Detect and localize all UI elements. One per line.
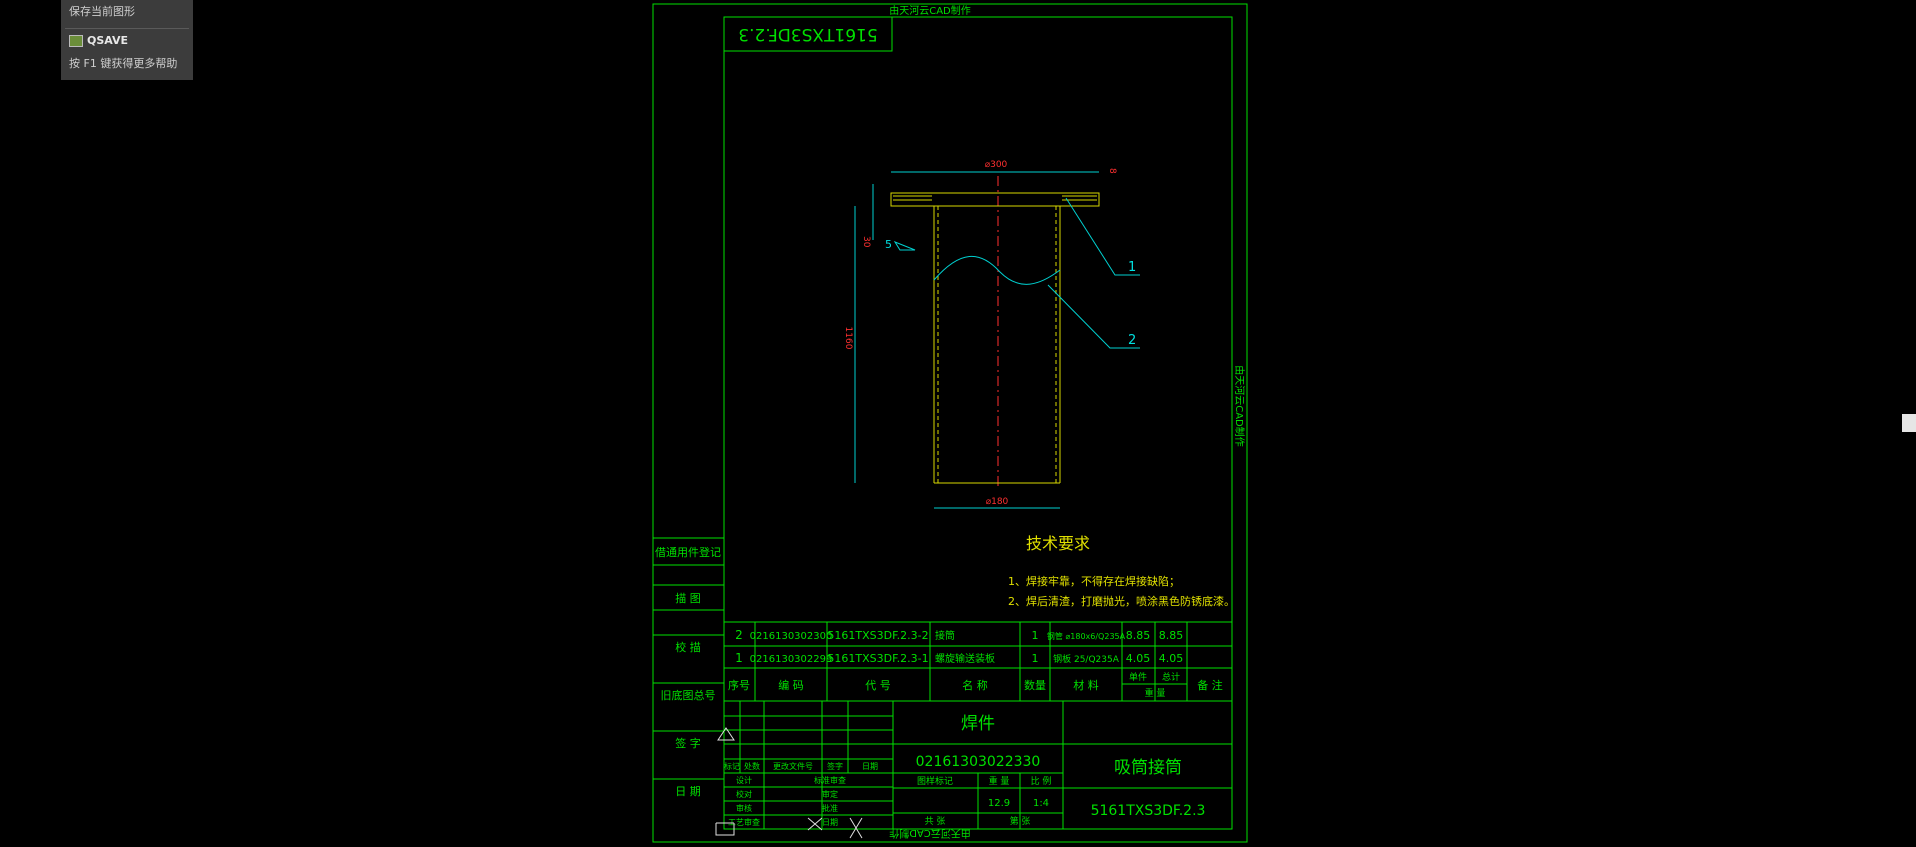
rev-qty-label: 处数 bbox=[744, 761, 760, 771]
bom-header-code: 编 码 bbox=[778, 678, 804, 692]
outer-sheet-border bbox=[652, 3, 1248, 843]
dim-flange-thickness: 8 bbox=[1107, 168, 1117, 174]
bom-row2-material: 钢管 ⌀180x6/Q235A bbox=[1047, 631, 1126, 641]
dim-length: 1160 bbox=[843, 327, 853, 350]
bom-header-remark: 备 注 bbox=[1197, 678, 1223, 692]
bom-header-no: 序号 bbox=[728, 678, 750, 692]
title-part-name: 吸筒接筒 bbox=[1114, 758, 1182, 778]
bom-header-total: 总计 bbox=[1162, 671, 1180, 683]
title-scale-value: 1:4 bbox=[1033, 798, 1049, 809]
bom-row2-name: 接筒 bbox=[935, 629, 955, 642]
title-part-code: 02161303022330 bbox=[916, 754, 1041, 770]
tooltip-command: QSAVE bbox=[69, 34, 128, 48]
bom-row2-drawing-no: 5161TXS3DF.2.3-2 bbox=[827, 629, 928, 642]
watermark-right: 由天河云CAD制作 bbox=[1233, 365, 1246, 447]
part-view bbox=[890, 176, 1100, 490]
tooltip-help-hint: 按 F1 键获得更多帮助 bbox=[69, 57, 178, 70]
bom-header-qty: 数量 bbox=[1024, 679, 1046, 692]
label-standard-review: 标准审查 bbox=[814, 775, 846, 785]
bom-row2-no: 2 bbox=[735, 628, 743, 642]
bom-header-unit: 单件 bbox=[1129, 671, 1147, 683]
rev-doc-label: 更改文件号 bbox=[773, 761, 813, 771]
ucs-icon bbox=[715, 822, 735, 836]
title-stage-label: 图样标记 bbox=[917, 775, 953, 787]
flange-hatch bbox=[893, 195, 1097, 201]
triangle-marker-icon bbox=[717, 727, 735, 741]
bom-row2-unit-weight: 8.85 bbox=[1126, 629, 1151, 642]
dim-bottom-diameter: ⌀180 bbox=[986, 497, 1009, 507]
bom-row1-code: 0216130302299 bbox=[750, 654, 833, 665]
rev-date-label: 日期 bbox=[862, 762, 878, 771]
title-drawing-number: 5161TXS3DF.2.3 bbox=[1091, 803, 1206, 819]
left-label-date: 日 期 bbox=[675, 785, 701, 798]
label-audit: 审核 bbox=[736, 803, 752, 813]
title-part-type: 焊件 bbox=[961, 714, 995, 734]
flange-outline bbox=[890, 192, 1100, 207]
tech-requirement-2: 2、焊后清渣，打磨抛光，喷涂黑色防锈底漆。 bbox=[1008, 594, 1235, 608]
watermark-top: 由天河云CAD制作 bbox=[889, 4, 971, 17]
bom-row1-name: 螺旋输送装板 bbox=[935, 652, 995, 665]
label-design: 设计 bbox=[736, 775, 752, 785]
title-weight-label: 重 量 bbox=[989, 775, 1010, 787]
crosshair-cursor-icon bbox=[807, 817, 863, 839]
title-weight-value: 12.9 bbox=[988, 798, 1010, 809]
bom-row1-unit-weight: 4.05 bbox=[1126, 652, 1151, 665]
bom-row1-qty: 1 bbox=[1032, 652, 1039, 665]
label-process-review: 工艺审查 bbox=[728, 817, 760, 827]
mirrored-number-box bbox=[723, 16, 893, 52]
title-scale-label: 比 例 bbox=[1031, 775, 1052, 787]
title-block: 焊件 02161303022330 吸筒接筒 5161TXS3DF.2.3 图样… bbox=[723, 701, 1232, 829]
tech-requirement-1: 1、焊接牢靠，不得存在焊接缺陷； bbox=[1008, 574, 1180, 588]
weld-symbol bbox=[893, 240, 916, 251]
rev-mark-label: 标记 bbox=[724, 761, 740, 771]
tech-requirements-heading: 技术要求 bbox=[1026, 534, 1090, 553]
weld-symbol-size: 5 bbox=[885, 238, 892, 251]
bom-row2-code: 0216130302300 bbox=[750, 631, 833, 642]
break-line bbox=[933, 256, 1061, 285]
left-label-trace: 描 图 bbox=[675, 591, 701, 605]
dimensions: ⌀300 ⌀180 1160 30 8 5 bbox=[843, 160, 1117, 509]
tooltip-command-name: QSAVE bbox=[87, 34, 129, 47]
leader-2-line bbox=[1047, 284, 1140, 349]
label-approve: 批准 bbox=[822, 803, 838, 813]
bill-of-materials: 2 0216130302300 5161TXS3DF.2.3-2 接筒 1 钢管… bbox=[724, 621, 1232, 702]
bom-header-drawing-no: 代 号 bbox=[865, 679, 891, 692]
bom-row2-qty: 1 bbox=[1032, 629, 1039, 642]
label-review: 审定 bbox=[822, 789, 838, 799]
title-sheets-total: 共 张 bbox=[925, 816, 946, 827]
rev-sign-label: 签字 bbox=[827, 761, 843, 771]
bom-header-weight: 重 量 bbox=[1145, 687, 1166, 699]
left-label-old-number: 旧底图总号 bbox=[661, 688, 716, 702]
watermark-bottom: 由天河云CAD制作 bbox=[889, 827, 971, 840]
tooltip-description: 保存当前图形 bbox=[69, 5, 135, 18]
bom-header-name: 名 称 bbox=[962, 678, 988, 692]
tooltip-divider bbox=[65, 28, 189, 29]
label-date: 日期 bbox=[822, 818, 838, 827]
mirrored-drawing-number: 5161TXS3DF.2.3 bbox=[738, 24, 877, 44]
left-label-signature: 签 字 bbox=[675, 736, 701, 750]
inner-drawing-frame bbox=[723, 16, 1233, 830]
leader-1-line bbox=[1065, 197, 1140, 276]
command-tooltip: 保存当前图形 QSAVE 按 F1 键获得更多帮助 bbox=[61, 0, 193, 80]
bom-row1-material: 钢板 25/Q235A bbox=[1053, 653, 1120, 665]
title-sheet-number: 第 张 bbox=[1010, 815, 1031, 827]
bom-row1-total-weight: 4.05 bbox=[1159, 652, 1184, 665]
bom-row1-no: 1 bbox=[735, 651, 743, 665]
bom-row2-total-weight: 8.85 bbox=[1159, 629, 1184, 642]
left-label-check-trace: 校 描 bbox=[675, 640, 701, 654]
dim-flange-height: 30 bbox=[861, 236, 871, 248]
dim-top-diameter: ⌀300 bbox=[985, 160, 1008, 170]
left-label-register: 借通用件登记 bbox=[655, 545, 721, 559]
bom-header-material: 材 料 bbox=[1073, 678, 1099, 692]
leader-2-label: 2 bbox=[1128, 333, 1136, 348]
save-command-icon bbox=[69, 35, 83, 47]
vertical-scrollbar-thumb[interactable] bbox=[1902, 414, 1916, 432]
leader-1-label: 1 bbox=[1128, 260, 1136, 275]
bom-row1-drawing-no: 5161TXS3DF.2.3-1 bbox=[827, 652, 928, 665]
label-check: 校对 bbox=[736, 789, 752, 799]
left-side-table: 借通用件登记 描 图 校 描 旧底图总号 签 字 日 期 bbox=[653, 537, 724, 798]
